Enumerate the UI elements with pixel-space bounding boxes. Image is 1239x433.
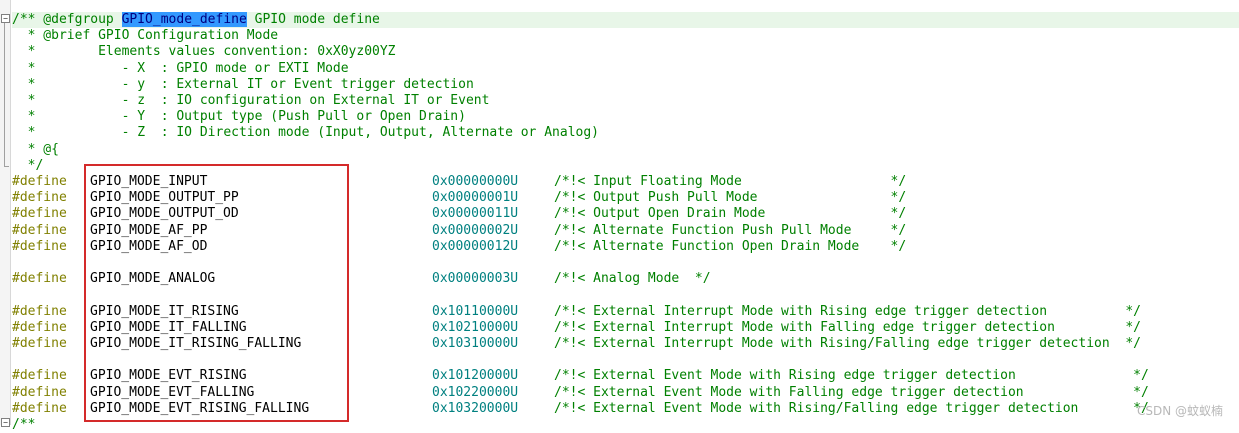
comment-text: * @{ [12, 141, 59, 157]
code-line-comment[interactable]: * - y : External IT or Event trigger det… [12, 77, 474, 93]
macro-name: GPIO_MODE_INPUT [90, 174, 208, 189]
macro-comment: /*!< External Event Mode with Rising edg… [554, 368, 1149, 384]
macro-name: GPIO_MODE_OUTPUT_PP [90, 190, 239, 206]
fold-gutter: − − [0, 0, 11, 427]
defgroup-prefix: /** @defgroup [12, 12, 122, 27]
code-line-comment[interactable]: * @{ [12, 142, 59, 158]
macro-comment: /*!< Alternate Function Open Drain Mode … [554, 238, 907, 254]
macro-value: 0x10320000U [432, 400, 519, 416]
macro-value: 0x00000003U [432, 271, 519, 287]
macro-comment: /*!< Analog Mode */ [554, 271, 711, 287]
define-keyword: #define [12, 190, 67, 206]
macro-name: GPIO_MODE_EVT_RISING_FALLING [90, 400, 310, 416]
macro-comment: /*!< External Interrupt Mode with Rising… [554, 336, 1141, 351]
comment-text: * - X : GPIO mode or EXTI Mode [12, 60, 349, 76]
macro-value: 0x00000000U [432, 174, 519, 189]
macro-comment: /*!< Output Open Drain Mode */ [554, 206, 907, 222]
comment-text: * - y : External IT or Event trigger det… [12, 76, 474, 92]
macro-name: GPIO_MODE_OUTPUT_OD [90, 206, 239, 222]
fold-guide-end [4, 166, 9, 167]
code-line-next-comment[interactable]: /** [12, 417, 35, 433]
macro-value: 0x00000002U [432, 222, 519, 238]
code-line-comment[interactable]: * - X : GPIO mode or EXTI Mode [12, 61, 349, 77]
comment-text: * Elements values convention: 0xX0yz00YZ [12, 44, 396, 60]
macro-comment: /*!< External Interrupt Mode with Rising… [554, 303, 1141, 319]
macro-name: GPIO_MODE_IT_RISING [90, 303, 239, 319]
define-keyword: #define [12, 174, 67, 189]
comment-text: * - z : IO configuration on External IT … [12, 93, 490, 108]
macro-name: GPIO_MODE_AF_OD [90, 238, 208, 254]
macro-value: 0x00000001U [432, 190, 519, 206]
define-keyword: #define [12, 222, 67, 238]
macro-name: GPIO_MODE_AF_PP [90, 222, 208, 238]
code-line-defgroup[interactable]: /** @defgroup GPIO_mode_define GPIO mode… [12, 12, 1239, 28]
macro-value: 0x00000012U [432, 238, 519, 254]
macro-comment: /*!< External Interrupt Mode with Fallin… [554, 319, 1141, 335]
comment-text: * @brief GPIO Configuration Mode [12, 28, 279, 44]
define-keyword: #define [12, 206, 67, 222]
macro-comment: /*!< Alternate Function Push Pull Mode *… [554, 222, 907, 238]
macro-comment: /*!< External Event Mode with Falling ed… [554, 384, 1149, 400]
macro-name: GPIO_MODE_EVT_RISING [90, 368, 247, 384]
define-keyword: #define [12, 384, 67, 400]
macro-name: GPIO_MODE_IT_RISING_FALLING [90, 336, 302, 351]
macro-value: 0x10220000U [432, 384, 519, 400]
macro-value: 0x00000011U [432, 206, 519, 222]
defgroup-suffix: GPIO mode define [246, 12, 380, 27]
macro-value: 0x10120000U [432, 368, 519, 384]
macro-value: 0x10310000U [432, 336, 519, 351]
macro-comment: /*!< Output Push Pull Mode */ [554, 190, 907, 206]
fold-collapse-icon[interactable]: − [1, 14, 10, 23]
code-line-comment[interactable]: * - Y : Output type (Push Pull or Open D… [12, 109, 466, 125]
define-keyword: #define [12, 400, 67, 416]
code-line-comment[interactable]: */ [12, 157, 44, 174]
fold-collapse-icon-next[interactable]: − [1, 418, 10, 427]
macro-name: GPIO_MODE_IT_FALLING [90, 319, 247, 335]
watermark-text: CSDN @蚊蚁楠 [1136, 404, 1223, 418]
comment-text: */ [12, 157, 44, 173]
define-keyword: #define [12, 271, 67, 287]
code-line-comment[interactable]: * @brief GPIO Configuration Mode [12, 28, 278, 44]
define-keyword: #define [12, 238, 67, 254]
comment-text: * - Z : IO Direction mode (Input, Output… [12, 125, 599, 141]
code-line-comment[interactable]: * - Z : IO Direction mode (Input, Output… [12, 125, 599, 141]
code-line-comment[interactable]: * Elements values convention: 0xX0yz00YZ [12, 44, 396, 60]
define-keyword: #define [12, 336, 67, 351]
define-keyword: #define [12, 319, 67, 335]
macro-comment: /*!< Input Floating Mode */ [554, 174, 907, 189]
macro-value: 0x10110000U [432, 303, 519, 319]
define-keyword: #define [12, 303, 67, 319]
fold-guide-line [4, 23, 5, 167]
code-line-comment[interactable]: * - z : IO configuration on External IT … [12, 93, 490, 109]
define-keyword: #define [12, 368, 67, 384]
macro-name: GPIO_MODE_EVT_FALLING [90, 384, 255, 400]
macro-value: 0x10210000U [432, 319, 519, 335]
comment-text: * - Y : Output type (Push Pull or Open D… [12, 109, 466, 125]
macro-comment: /*!< External Event Mode with Rising/Fal… [554, 400, 1149, 416]
macro-name: GPIO_MODE_ANALOG [90, 271, 216, 287]
selected-text[interactable]: GPIO_mode_define [121, 12, 247, 27]
